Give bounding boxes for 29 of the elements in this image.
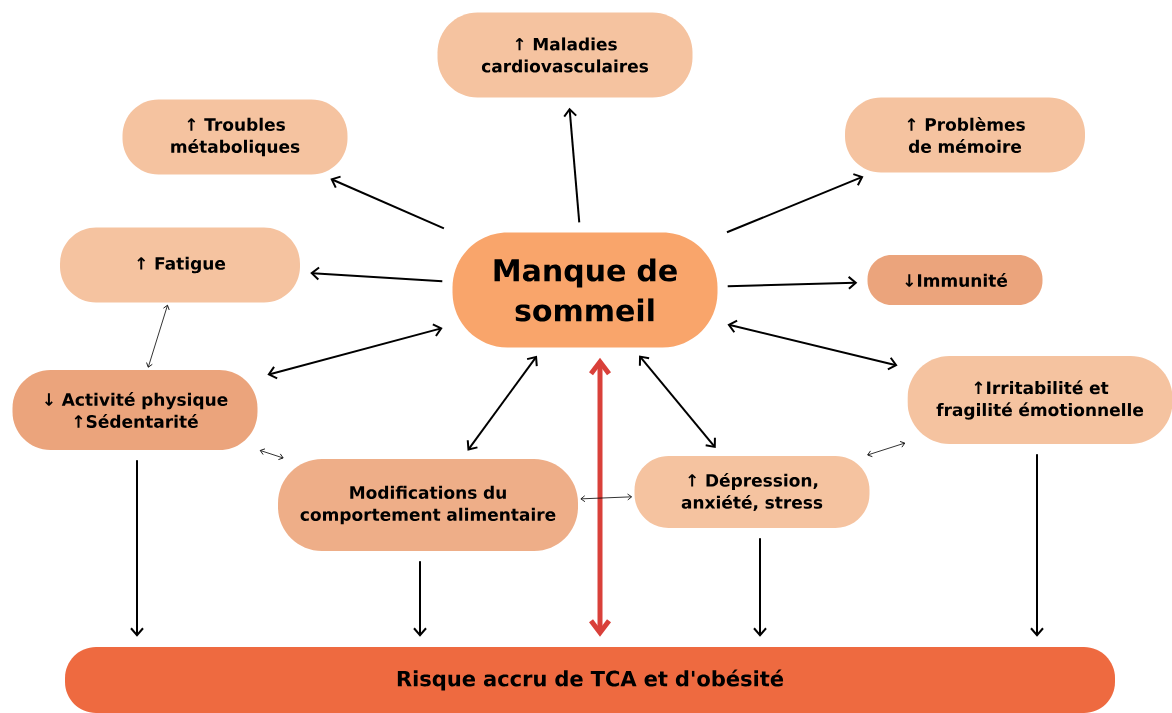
arrow — [638, 355, 716, 449]
effect-blob: ↑ Maladies cardiovasculaires — [437, 12, 693, 98]
arrow — [726, 275, 858, 290]
arrow — [259, 448, 284, 460]
effect-blob: ↑ Fatigue — [60, 227, 300, 303]
arrow — [146, 304, 170, 368]
central-blob: Manque de sommeil — [452, 232, 718, 348]
outcome-bar: Risque accru de TCA et d'obésité — [65, 647, 1115, 713]
arrow — [867, 441, 906, 458]
arrow — [466, 355, 538, 451]
effect-blob: ↑ Troubles métaboliques — [122, 99, 348, 175]
arrow — [727, 319, 898, 371]
effect-blob: ↓Immunité — [867, 255, 1043, 305]
arrow — [725, 173, 864, 234]
effect-blob: ↓ Activité physique ↑Sédentarité — [12, 370, 258, 450]
arrow — [330, 175, 445, 230]
arrow — [310, 266, 444, 283]
effect-blob: ↑ Problèmes de mémoire — [845, 97, 1085, 173]
arrow — [563, 107, 581, 224]
effect-blob: ↑ Dépression, anxiété, stress — [634, 456, 870, 528]
effect-blob: ↑Irritabilité et fragilité émotionnelle — [907, 356, 1172, 444]
arrow — [413, 560, 427, 637]
effect-blob: Modifications du comportement alimentaire — [278, 459, 578, 551]
arrow — [1030, 453, 1044, 637]
arrow — [589, 357, 611, 637]
arrow — [580, 493, 633, 503]
arrow — [130, 459, 144, 637]
arrow — [753, 537, 767, 637]
arrow — [267, 323, 443, 380]
